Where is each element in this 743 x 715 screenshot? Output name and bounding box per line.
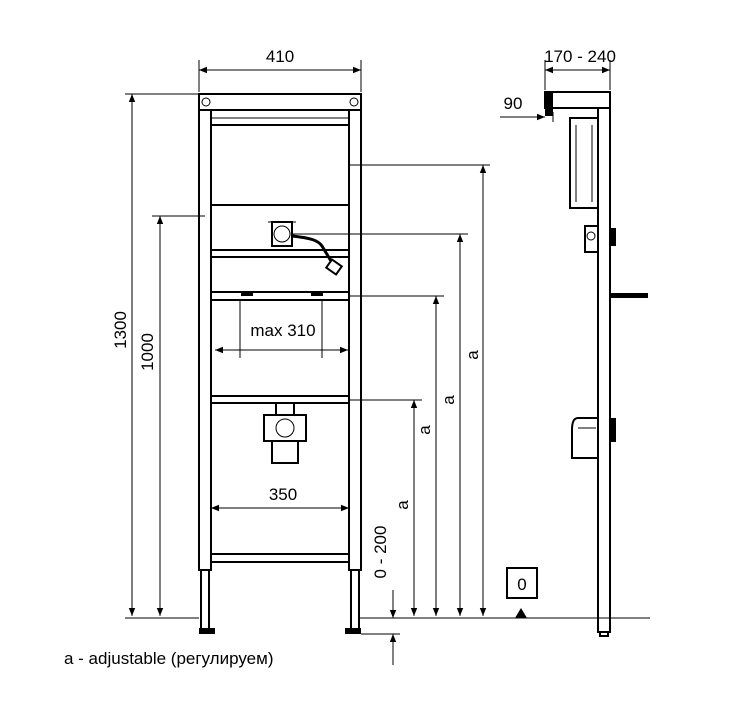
crossbar-4: [210, 553, 350, 563]
side-foot: [599, 631, 609, 637]
dim-1000: 1000: [138, 333, 157, 371]
dim-90: 90: [504, 94, 523, 113]
side-support-rod: [610, 293, 648, 298]
side-post: [597, 91, 611, 633]
dim-1300: 1300: [111, 311, 130, 349]
dim-350: 350: [269, 485, 297, 504]
dim-max-310: max 310: [250, 321, 315, 340]
dim-a-2: a: [439, 395, 458, 405]
floor-level-label: 0: [517, 575, 526, 594]
left-post: [198, 93, 212, 571]
dim-0-200: 0 - 200: [371, 526, 390, 579]
dim-a-3: a: [415, 425, 434, 435]
top-left-bolt: [201, 97, 211, 107]
right-foot: [350, 569, 360, 633]
side-top-bracket: [544, 91, 611, 109]
dim-410: 410: [266, 47, 294, 66]
side-inlet-icon: [584, 225, 616, 253]
dim-a-1: a: [463, 350, 482, 360]
legend-note: a - adjustable (регулируем): [64, 649, 273, 668]
crossbar-2: [210, 291, 350, 301]
top-right-bolt: [349, 97, 359, 107]
side-cistern: [569, 117, 599, 209]
dim-170-240: 170 - 240: [544, 47, 616, 66]
side-drain-icon: [571, 417, 616, 459]
crossbar-1: [210, 249, 350, 258]
side-view: [544, 91, 648, 637]
crossbar-3: [210, 395, 350, 404]
front-view: [198, 93, 362, 634]
top-bar: [198, 93, 362, 111]
water-inlet-icon: [268, 221, 344, 276]
upper-panel: [210, 124, 350, 206]
floor-level-box: [506, 567, 538, 599]
drain-fitting-icon: [263, 402, 307, 464]
dim-a-4: a: [393, 500, 412, 510]
left-foot: [200, 569, 210, 633]
